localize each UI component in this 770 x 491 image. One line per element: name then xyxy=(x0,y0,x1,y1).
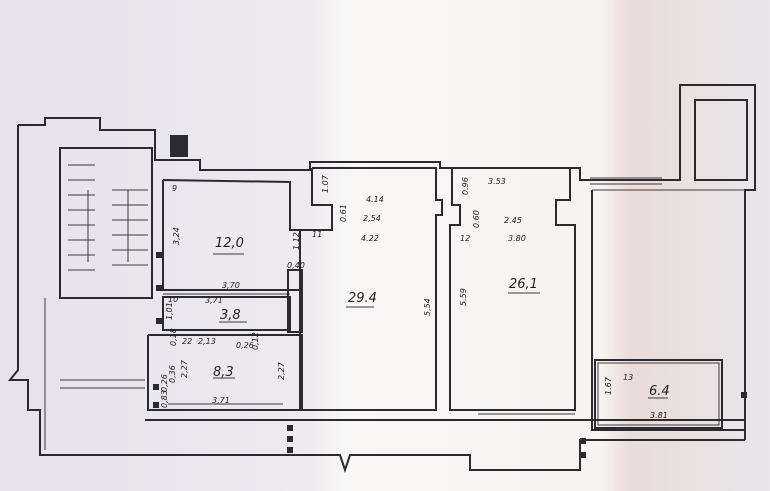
room-area: 8,3 xyxy=(213,365,234,380)
dimension: 3.81 xyxy=(650,411,668,420)
walls xyxy=(7,84,756,474)
room-area: 3,8 xyxy=(220,308,241,323)
room-area: 29.4 xyxy=(348,291,377,306)
dimension: 0,18 xyxy=(169,328,178,346)
dimension: 0,12 xyxy=(251,332,260,350)
dimension: 5,54 xyxy=(423,298,432,316)
dimension: 0.60 xyxy=(472,210,481,228)
dimension: 0,36 xyxy=(168,365,177,383)
room-number: 13 xyxy=(623,373,633,382)
dimension: 3,70 xyxy=(222,281,240,290)
dimension: 0,26 xyxy=(236,341,254,350)
dimension: 0.61 xyxy=(339,204,348,222)
dimension: 1,12 xyxy=(292,232,301,250)
dimension: 3,71 xyxy=(212,396,230,405)
room-area: 6.4 xyxy=(649,384,670,399)
dimension: 2,13 xyxy=(198,337,216,346)
room-number: 9 xyxy=(172,184,177,193)
dimension: 2,27 xyxy=(180,359,189,378)
dimension: 0,40 xyxy=(287,261,305,270)
room-area: 26,1 xyxy=(509,277,538,292)
dimension: 2,54 xyxy=(363,214,381,223)
room-number: 10 xyxy=(168,295,178,304)
dimension: 0,83 xyxy=(160,390,169,408)
dimension: 1.67 xyxy=(604,376,613,395)
dimension: 4.22 xyxy=(361,234,379,243)
dimension: 1.07 xyxy=(321,174,330,193)
dimension: 1,01 xyxy=(165,302,174,320)
dimension: 0.96 xyxy=(461,177,470,195)
room-13: 13 6.4 1.67 3.81 xyxy=(604,373,670,420)
dimension: 4.14 xyxy=(366,195,384,204)
room-22: 0,18 22 2,13 0,26 0,12 8,3 2,27 2,27 0,3… xyxy=(160,328,286,408)
room-11: 11 29.4 1.07 4.14 0.61 2,54 4.22 5,54 xyxy=(312,174,432,316)
dimension: 0,26 xyxy=(160,374,169,392)
room-10: 10 3,71 3,8 1,01 xyxy=(165,295,247,323)
dimension: 3,71 xyxy=(205,296,223,305)
room-number: 11 xyxy=(312,230,322,239)
dimension: 2.45 xyxy=(504,216,522,225)
room-9: 9 12,0 3,24 3,70 1,12 0,40 xyxy=(172,184,305,290)
dimension: 2,27 xyxy=(277,361,286,380)
room-area: 12,0 xyxy=(215,236,244,251)
dimension: 3.53 xyxy=(488,177,506,186)
dimension: 3.80 xyxy=(508,234,526,243)
room-number: 22 xyxy=(182,337,192,346)
dimension: 3,24 xyxy=(172,227,181,245)
room-number: 12 xyxy=(460,234,470,243)
dimension: 5.59 xyxy=(459,288,468,306)
room-12: 12 26,1 0.96 3.53 0.60 2.45 3.80 5.59 xyxy=(459,177,540,306)
